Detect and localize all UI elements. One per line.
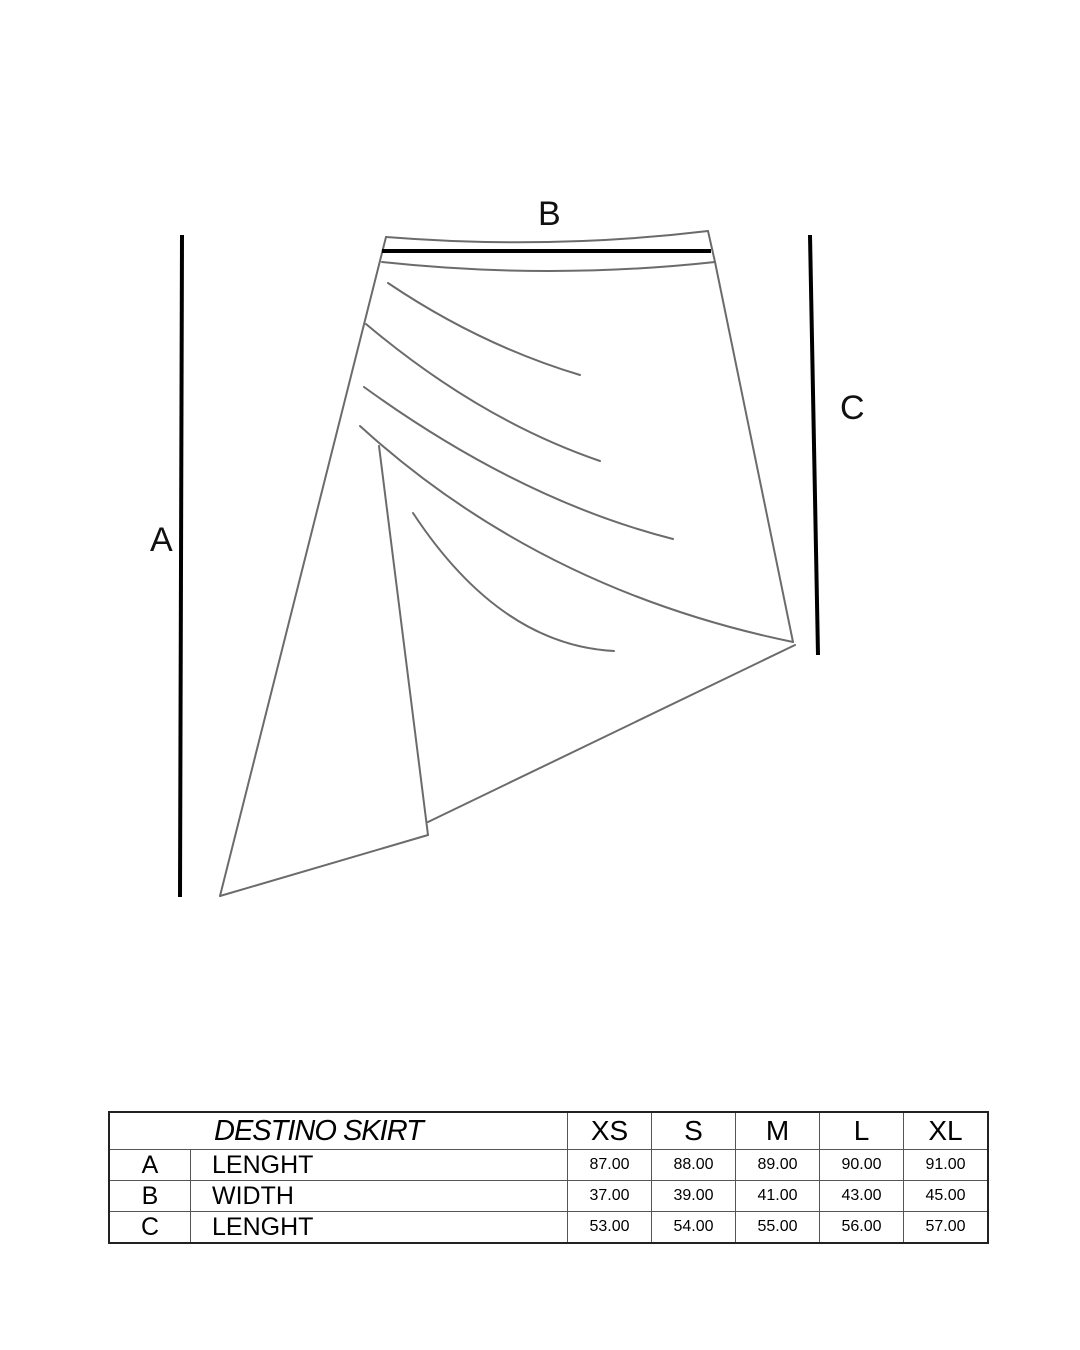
size-header-xl: XL: [903, 1111, 989, 1150]
size-header-xs: XS: [567, 1111, 652, 1150]
drape-fold-2: [365, 323, 601, 462]
underpanel-hem: [219, 834, 429, 897]
measure-value: 54.00: [651, 1211, 736, 1244]
measure-value: 53.00: [567, 1211, 652, 1244]
measure-value: 89.00: [735, 1149, 820, 1181]
drape-fold-3: [363, 386, 674, 540]
waistband-right-edge: [707, 230, 716, 263]
measure-value: 57.00: [903, 1211, 989, 1244]
dimension-line-c: [808, 234, 820, 656]
measure-value: 55.00: [735, 1211, 820, 1244]
measure-value: 45.00: [903, 1180, 989, 1212]
dimension-line-a: [178, 234, 184, 898]
measure-value: 88.00: [651, 1149, 736, 1181]
dimension-label-a: A: [150, 521, 173, 559]
measure-value: 90.00: [819, 1149, 904, 1181]
overlay-panel-edge: [378, 445, 429, 836]
waistband-top-edge: [385, 230, 709, 244]
measure-letter: C: [108, 1211, 191, 1244]
measure-value: 39.00: [651, 1180, 736, 1212]
size-header-s: S: [651, 1111, 736, 1150]
measure-value: 91.00: [903, 1149, 989, 1181]
drape-fold-5: [412, 512, 615, 652]
measure-name: LENGHT: [190, 1149, 568, 1181]
measure-name: WIDTH: [190, 1180, 568, 1212]
size-header-l: L: [819, 1111, 904, 1150]
table-header-row: DESTINO SKIRT XS S M L XL: [108, 1111, 989, 1150]
table-row: A LENGHT 87.00 88.00 89.00 90.00 91.00: [108, 1149, 989, 1181]
measure-letter: A: [108, 1149, 191, 1181]
skirt-right-side: [714, 261, 794, 643]
waistband-bottom-edge: [381, 261, 716, 272]
drape-fold-1: [387, 282, 581, 376]
measure-value: 56.00: [819, 1211, 904, 1244]
table-row: B WIDTH 37.00 39.00 41.00 43.00 45.00: [108, 1180, 989, 1212]
measure-value: 43.00: [819, 1180, 904, 1212]
measure-name: LENGHT: [190, 1211, 568, 1244]
measure-letter: B: [108, 1180, 191, 1212]
measure-value: 41.00: [735, 1180, 820, 1212]
dimension-label-b: B: [538, 195, 561, 233]
table-row: C LENGHT 53.00 54.00 55.00 56.00 57.00: [108, 1211, 989, 1244]
measure-value: 87.00: [567, 1149, 652, 1181]
drape-fold-4: [359, 425, 794, 643]
overlay-hem: [427, 644, 796, 823]
size-chart-table: DESTINO SKIRT XS S M L XL A LENGHT 87.00…: [108, 1111, 989, 1244]
skirt-flat-sketch: [178, 230, 820, 898]
skirt-left-side: [219, 236, 387, 897]
size-header-m: M: [735, 1111, 820, 1150]
dimension-label-c: C: [840, 389, 865, 427]
measure-value: 37.00: [567, 1180, 652, 1212]
product-title: DESTINO SKIRT: [108, 1111, 568, 1150]
